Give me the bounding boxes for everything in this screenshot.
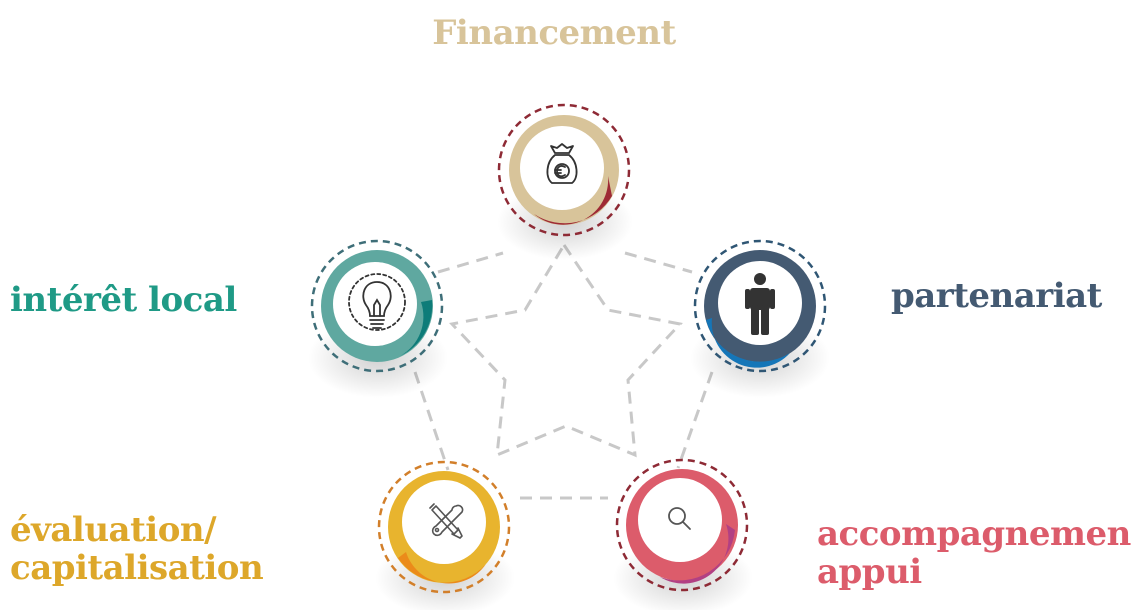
label-evaluation: évaluation/ capitalisation — [10, 510, 264, 588]
connector-top-right — [624, 251, 693, 274]
node-partenariat — [693, 239, 827, 373]
lightbulb-icon — [348, 273, 406, 331]
label-accompagnement: accompagnement/ appui — [817, 515, 1131, 591]
star-outline — [449, 244, 683, 458]
connector-left-bottomleft — [413, 371, 450, 471]
node-interet-local — [310, 239, 444, 373]
dashed-ring — [693, 239, 827, 373]
label-line: accompagnement/ — [817, 514, 1131, 554]
label-financement: Financement — [432, 13, 676, 53]
node-financement — [497, 103, 631, 237]
label-interet-local: intérêt local — [10, 280, 237, 320]
dashed-ring — [310, 239, 444, 373]
connector-right-bottomright — [676, 371, 714, 469]
person-icon — [745, 273, 775, 335]
star-connectors — [449, 244, 683, 458]
pentagon-connectors — [413, 251, 714, 500]
node-evaluation — [377, 460, 511, 594]
accent-arc — [400, 300, 433, 356]
money-bag-euro-icon — [546, 143, 578, 184]
label-line: évaluation/ — [10, 510, 217, 550]
tools-icon — [429, 503, 464, 539]
dashed-ring — [377, 460, 511, 594]
inner-circle — [638, 478, 722, 562]
inner-circle — [520, 126, 604, 210]
accent-arc — [706, 318, 790, 368]
accent-arc — [660, 524, 735, 584]
label-line: capitalisation — [10, 548, 264, 588]
node-accompagnement — [615, 458, 749, 592]
dashed-ring — [497, 103, 631, 237]
connector-top-left — [437, 251, 504, 274]
label-line: appui — [817, 552, 922, 592]
accent-arc — [398, 552, 486, 584]
magnifier-icon — [668, 507, 691, 530]
dashed-ring — [615, 458, 749, 592]
label-partenariat: partenariat — [891, 276, 1102, 316]
node-shadows — [308, 184, 830, 610]
